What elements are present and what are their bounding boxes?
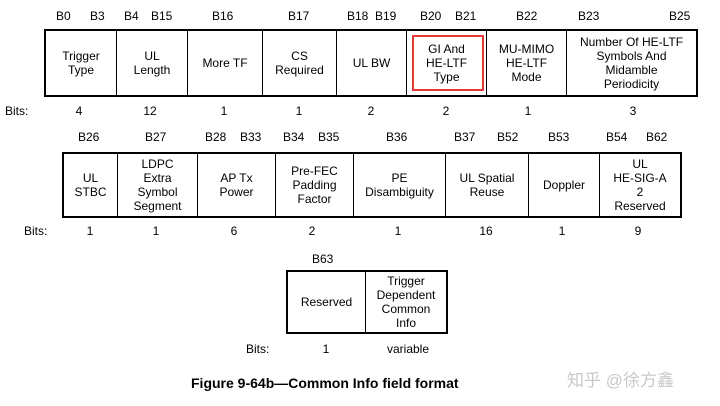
bit-label: B19: [375, 9, 397, 23]
bit-label: B23: [578, 9, 600, 23]
bit-label: B35: [318, 130, 340, 144]
bits-value: 1: [295, 104, 303, 118]
field-trigger-type: Trigger Type: [46, 31, 117, 95]
bit-label: B63: [312, 252, 334, 266]
field-pe-disambiguity: PE Disambiguity: [354, 154, 446, 216]
bits-value: 1: [394, 224, 402, 238]
figure-caption: Figure 9-64b—Common Info field format: [191, 375, 459, 391]
field-ul-bw: UL BW: [337, 31, 407, 95]
field-doppler: Doppler: [529, 154, 600, 216]
bits-value: 12: [143, 104, 157, 118]
bit-label: B62: [646, 130, 668, 144]
field-ul-stbc: UL STBC: [64, 154, 118, 216]
bits-value: 1: [558, 224, 566, 238]
bits-value: 3: [629, 104, 637, 118]
bit-label: B27: [145, 130, 167, 144]
field-more-tf: More TF: [188, 31, 263, 95]
field-ldpc-extra-symbol-segment: LDPC Extra Symbol Segment: [118, 154, 198, 216]
bits-value: variable: [386, 342, 430, 356]
field-trigger-dependent-common-info: Trigger Dependent Common Info: [376, 274, 436, 330]
bits-value: 1: [86, 224, 94, 238]
bits-value: 6: [230, 224, 238, 238]
bit-label: B25: [669, 9, 691, 23]
common-info-row-1: Trigger Type UL Length More TF CS Requir…: [44, 29, 698, 97]
bit-label: B26: [78, 130, 100, 144]
bit-label: B16: [212, 9, 234, 23]
bits-value: 2: [367, 104, 375, 118]
highlight-box: [412, 35, 484, 91]
common-info-row-3: Reserved Trigger Dependent Common Info: [286, 270, 448, 334]
field-ap-tx-power: AP Tx Power: [198, 154, 276, 216]
bits-label: Bits:: [5, 104, 29, 118]
bit-label: B53: [548, 130, 570, 144]
bit-label: B52: [497, 130, 519, 144]
field-ul-length: UL Length: [117, 31, 188, 95]
field-ul-spatial-reuse: UL Spatial Reuse: [446, 154, 529, 216]
bit-label: B22: [516, 9, 538, 23]
bits-value: 4: [75, 104, 83, 118]
bit-label: B33: [240, 130, 262, 144]
field-number-of-he-ltf-symbols: Number Of HE-LTF Symbols And Midamble Pe…: [579, 35, 684, 91]
bits-value: 2: [308, 224, 316, 238]
field-ul-he-sig-a2-reserved: UL HE-SIG-A 2 Reserved: [613, 157, 667, 213]
field-cs-required: CS Required: [263, 31, 337, 95]
bit-label: B37: [454, 130, 476, 144]
bit-label: B20: [420, 9, 442, 23]
bits-value: 16: [479, 224, 493, 238]
bit-label: B0: [56, 9, 71, 23]
bit-label: B18: [347, 9, 369, 23]
field-pre-fec-padding-factor: Pre-FEC Padding Factor: [276, 154, 354, 216]
bits-value: 1: [322, 342, 330, 356]
field-reserved: Reserved: [288, 272, 366, 332]
bits-label: Bits:: [246, 342, 270, 356]
bits-value: 2: [442, 104, 450, 118]
bits-value: 1: [220, 104, 228, 118]
bit-label: B17: [288, 9, 310, 23]
bit-label: B21: [455, 9, 477, 23]
bit-label: B54: [606, 130, 628, 144]
watermark: 知乎 @徐方鑫: [567, 371, 674, 390]
bits-value: 1: [152, 224, 160, 238]
bit-label: B28: [205, 130, 227, 144]
common-info-row-2: UL STBC LDPC Extra Symbol Segment AP Tx …: [62, 152, 682, 218]
bits-value: 1: [524, 104, 532, 118]
bits-label: Bits:: [24, 224, 48, 238]
field-mu-mimo-he-ltf-mode: MU-MIMO HE-LTF Mode: [487, 31, 567, 95]
bit-label: B4: [124, 9, 139, 23]
field-gi-and-he-ltf-type: GI And HE-LTF Type: [407, 31, 487, 95]
bit-label: B3: [90, 9, 105, 23]
bit-label: B36: [386, 130, 408, 144]
bit-label: B15: [151, 9, 173, 23]
bits-value: 9: [634, 224, 642, 238]
bit-label: B34: [283, 130, 305, 144]
